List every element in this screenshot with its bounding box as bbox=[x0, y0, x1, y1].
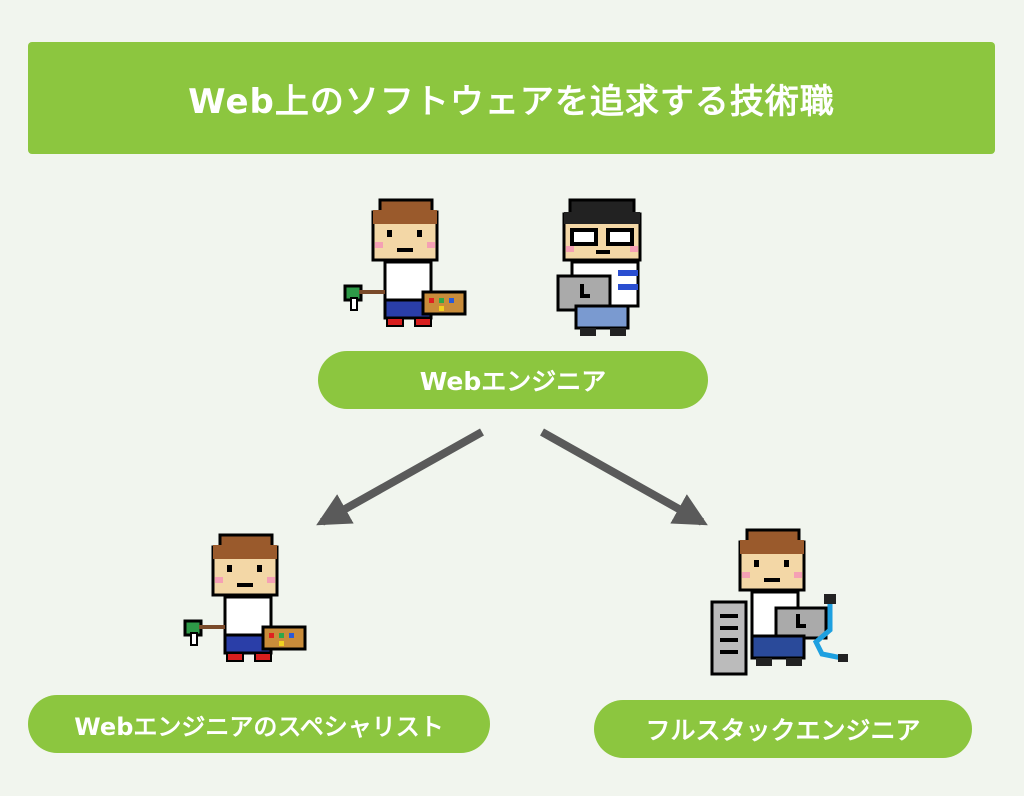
fullstack-character-icon bbox=[710, 528, 848, 676]
specialist-character-icon bbox=[183, 533, 307, 662]
fullstack-label: フルスタックエンジニア bbox=[594, 700, 972, 758]
arrow-right bbox=[540, 428, 708, 526]
title-banner: Web上のソフトウェアを追求する技術職 bbox=[28, 42, 995, 154]
fullstack-text: フルスタックエンジニア bbox=[645, 716, 921, 745]
designer-character-icon bbox=[343, 198, 467, 327]
specialist-text: Webエンジニアのスペシャリスト bbox=[74, 712, 444, 741]
arrow-left bbox=[316, 428, 484, 526]
specialist-label: Webエンジニアのスペシャリスト bbox=[28, 695, 490, 753]
web-engineer-label: Webエンジニア bbox=[318, 351, 708, 409]
page-title: Web上のソフトウェアを追求する技術職 bbox=[188, 81, 835, 122]
engineer-character-icon bbox=[556, 198, 642, 336]
web-engineer-text: Webエンジニア bbox=[419, 367, 607, 396]
